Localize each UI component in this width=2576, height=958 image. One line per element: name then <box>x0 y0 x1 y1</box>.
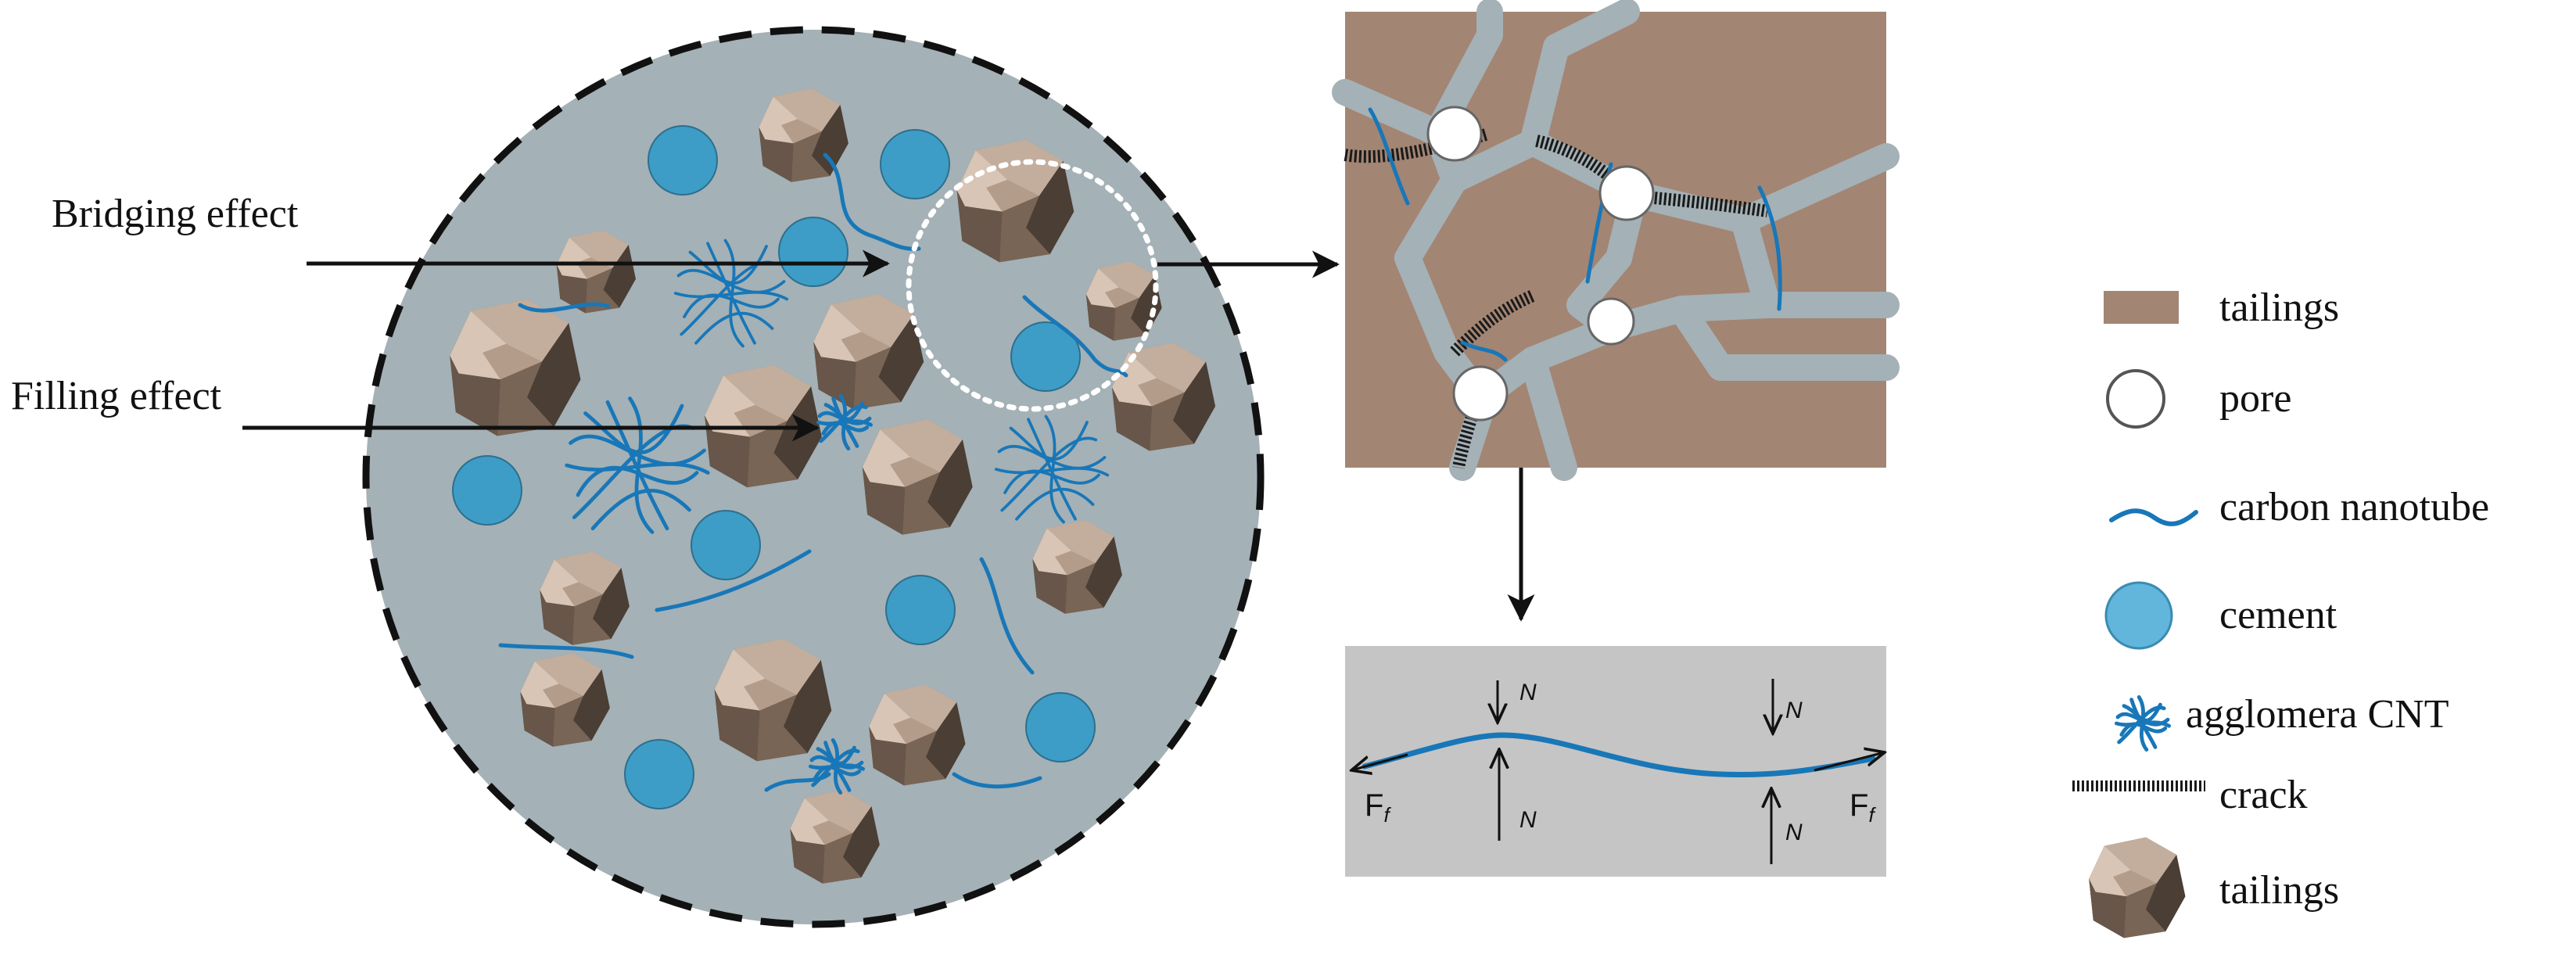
legend-label-cement: cement <box>2219 593 2337 637</box>
composite-matrix-circle <box>362 26 1265 928</box>
legend-label-crack: crack <box>2219 773 2308 817</box>
legend-label-tailings: tailings <box>2219 285 2339 330</box>
friction-force-label-left: Ff <box>1365 788 1391 827</box>
legend-rock-swatch <box>2089 837 2186 938</box>
cnt-fiber-curve <box>1362 732 1876 777</box>
legend-pore-swatch <box>2106 369 2165 429</box>
cnt-fibers <box>498 152 1128 792</box>
fiber-force-panel: N N N N Ff Ff <box>1345 646 1886 877</box>
microstructure-zoom-panel <box>1332 0 1900 481</box>
filling-effect-label: Filling effect <box>11 374 222 418</box>
friction-force-label-right: Ff <box>1849 788 1876 827</box>
bridging-effect-label: Bridging effect <box>52 192 299 236</box>
normal-force-label-1: N <box>1519 680 1537 705</box>
legend-label-agglomera-cnt: agglomera CNT <box>2186 692 2449 737</box>
legend: tailings pore carbon nanotube cement agg… <box>2072 285 2489 938</box>
cement-particles <box>452 125 1096 809</box>
friction-arrow-right <box>1814 752 1885 772</box>
legend-label-pore: pore <box>2219 376 2291 421</box>
legend-label-tailings-rock: tailings <box>2219 868 2339 913</box>
legend-cnt-swatch <box>2109 508 2198 526</box>
legend-agglomerate-swatch <box>2116 697 2169 749</box>
normal-force-label-2: N <box>1519 807 1537 833</box>
normal-force-label-3: N <box>1785 698 1803 723</box>
friction-arrow-left <box>1351 753 1408 770</box>
legend-cement-swatch <box>2104 581 2173 650</box>
pores <box>1426 106 1655 422</box>
zoom-region-circle <box>906 159 1159 412</box>
legend-tailings-swatch <box>2104 291 2179 324</box>
matrix-dashed-border <box>362 26 1265 928</box>
normal-force-label-4: N <box>1785 820 1803 845</box>
annotations: Bridging effect Filling effect <box>11 192 1535 622</box>
legend-label-carbon-nanotube: carbon nanotube <box>2219 485 2489 529</box>
